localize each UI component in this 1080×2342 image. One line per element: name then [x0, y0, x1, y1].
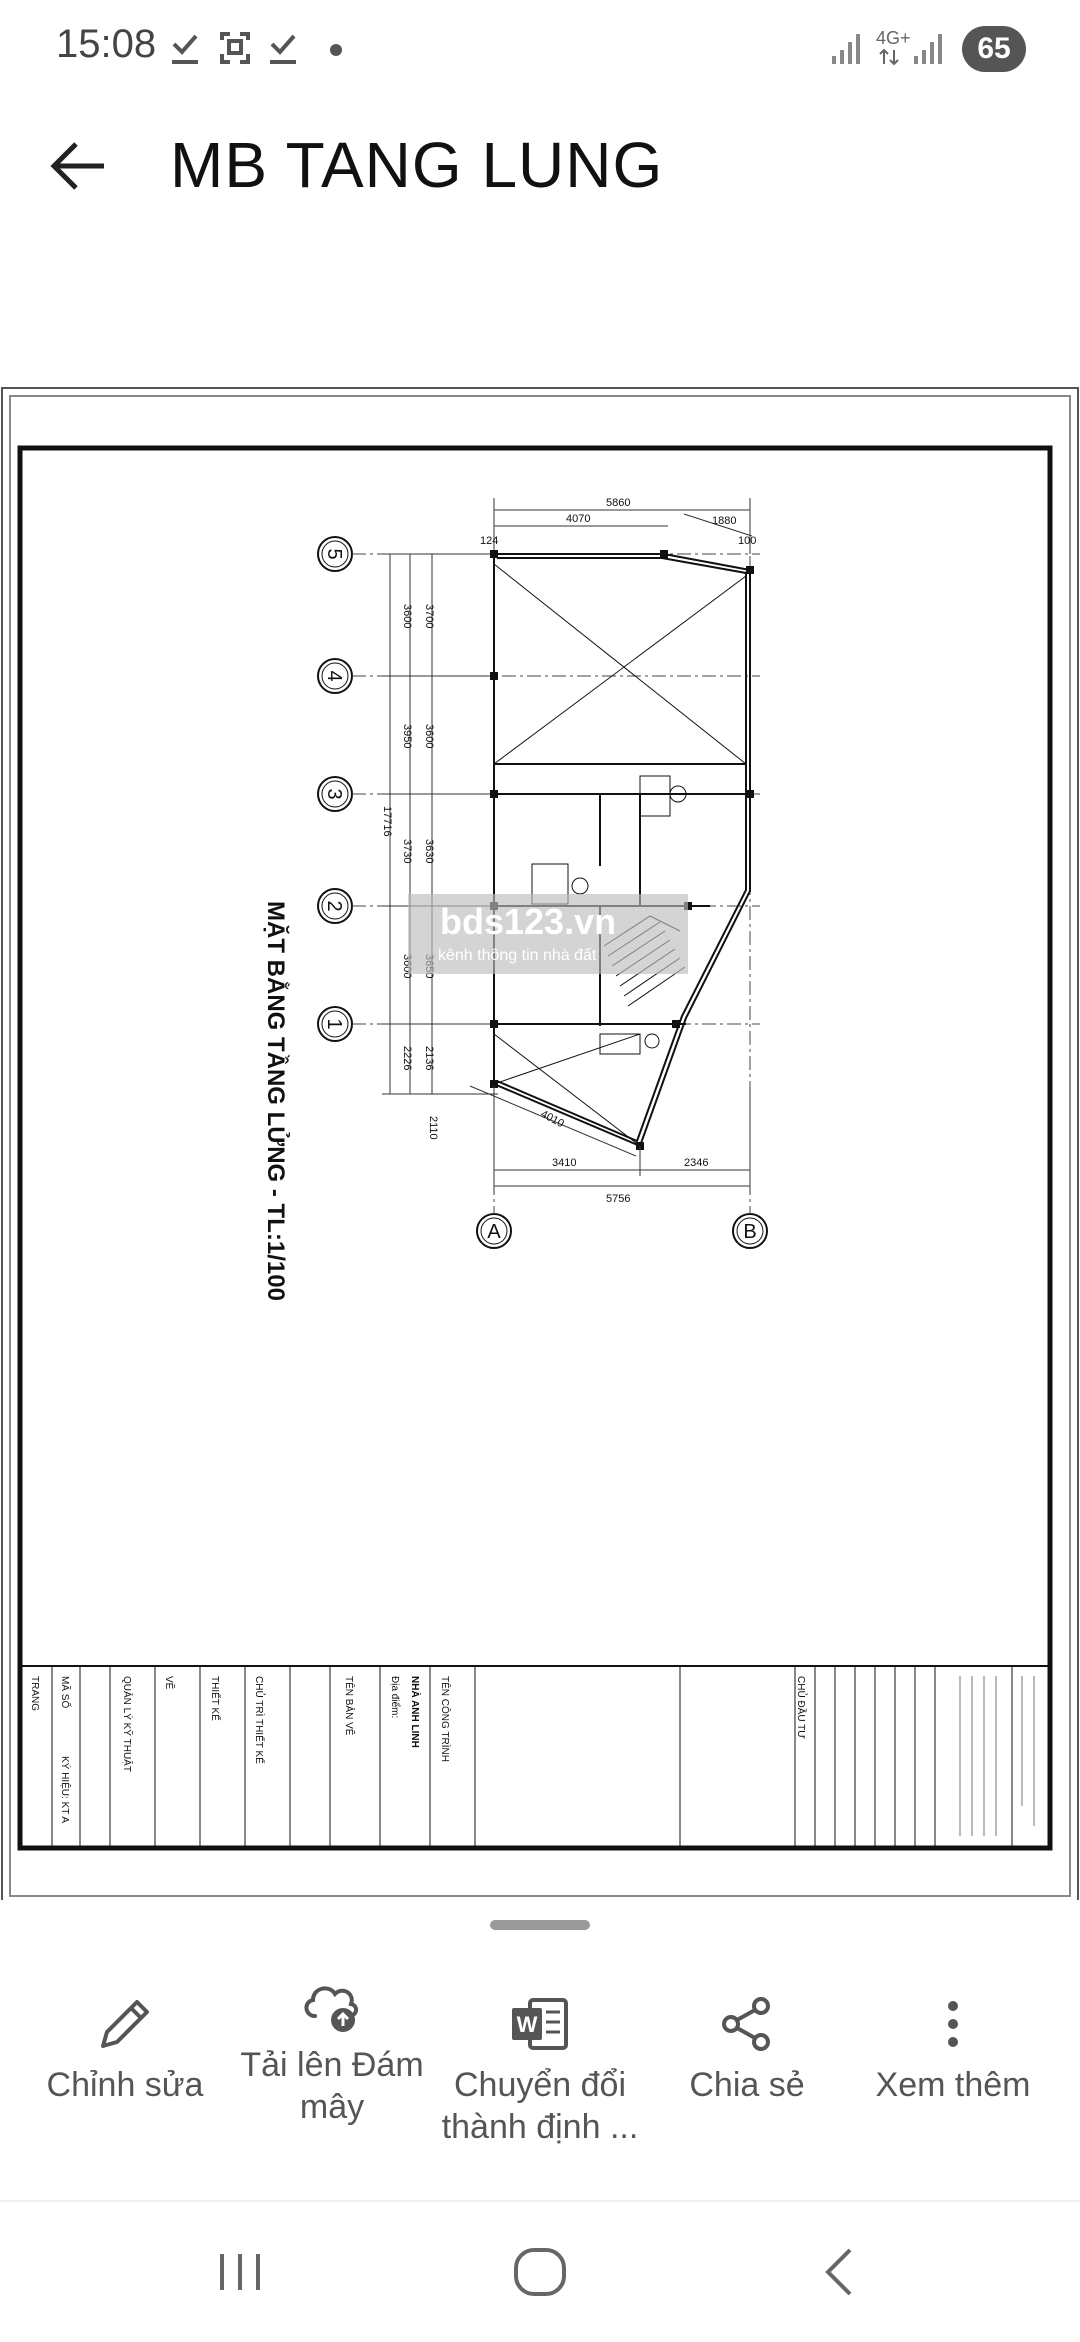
battery-indicator: 65 — [962, 26, 1026, 72]
tb-address-label: Địa điểm: — [389, 1676, 401, 1718]
grid-bubble-2: 2 — [317, 888, 353, 924]
data-arrows-icon — [879, 48, 899, 66]
tb-project-name: NHÀ ANH LINH — [409, 1676, 422, 1748]
dim-in-5: 2136 — [423, 1046, 435, 1070]
dim-top-total: 5860 — [606, 497, 630, 509]
share-label: Chia sẻ — [689, 2066, 805, 2104]
grid-bubble-5: 5 — [317, 536, 353, 572]
nav-back-icon[interactable] — [810, 2242, 870, 2302]
dot-icon — [330, 44, 342, 56]
screenshot-icon — [220, 32, 250, 64]
watermark-main: bds123.vn — [440, 901, 616, 942]
pencil-icon — [101, 2000, 149, 2048]
dim-left-2: 3950 — [401, 724, 413, 748]
share-icon — [722, 1997, 770, 2051]
app-bar: MB TANG LUNG — [0, 100, 1080, 244]
left-dimensions: 17716 3600 3950 3730 3600 2226 3700 3600… — [381, 553, 498, 1140]
dim-in-1: 3700 — [423, 604, 435, 628]
grid-label-4: 4 — [323, 670, 345, 681]
document-preview[interactable]: MẶT BẰNG TẦNG LỬNG - TL:1/100 5 4 3 2 1 … — [0, 242, 1080, 1912]
convert-format-label: Chuyển đổi thành định ... — [441, 2066, 639, 2146]
svg-text:W: W — [517, 2012, 538, 2037]
grid-bubble-1: 1 — [317, 1006, 353, 1042]
dim-left-5: 2226 — [401, 1046, 413, 1070]
status-bar: 15:08 4G+ 65 — [0, 0, 1080, 100]
status-time: 15:08 — [56, 22, 157, 66]
page-title: MB TANG LUNG — [170, 129, 664, 201]
bottom-dimensions: 3410 2346 5756 4010 — [469, 1085, 751, 1205]
dim-bottom-a: 3410 — [552, 1157, 576, 1169]
grid-bubble-b: B — [732, 1213, 768, 1249]
signal-icon — [914, 34, 942, 64]
dim-left-total: 17716 — [381, 806, 393, 837]
tb-designer-label: CHỦ TRÌ THIẾT KẾ — [253, 1676, 266, 1764]
grid-label-b: B — [743, 1221, 756, 1243]
dim-bottom-total: 5756 — [606, 1193, 630, 1205]
grid-label-2: 2 — [323, 900, 345, 911]
tb-code-label: MÃ SỐ — [59, 1676, 73, 1708]
tb-owner-label: CHỦ ĐẦU TƯ — [795, 1676, 808, 1739]
grid-bubbles: 5 4 3 2 1 A B — [317, 536, 768, 1249]
network-type: 4G+ — [876, 28, 911, 48]
grid-bubble-4: 4 — [317, 658, 353, 694]
building-outline — [493, 553, 751, 1148]
grid-label-1: 1 — [323, 1018, 345, 1029]
dim-top-a: 4070 — [566, 513, 590, 525]
share-button[interactable]: Chia sẻ — [642, 1980, 852, 2106]
dim-top-b: 1880 — [712, 515, 736, 527]
tb-page-label: TRANG — [29, 1676, 40, 1711]
wc-fixtures — [531, 775, 687, 1055]
grid-bubble-a: A — [476, 1213, 512, 1249]
action-sheet: Chỉnh sửa Tải lên Đám mây W Chuyển đổi t… — [0, 1900, 1080, 2190]
status-notification-icons — [172, 32, 342, 64]
drawing-title: MẶT BẰNG TẦNG LỬNG - TL:1/100 — [262, 901, 291, 1301]
upload-cloud-button[interactable]: Tải lên Đám mây — [227, 1960, 437, 2128]
download-done-icon — [172, 34, 198, 64]
grid-bubble-3: 3 — [317, 776, 353, 812]
dim-top-c: 124 — [480, 535, 498, 547]
signal-icon — [832, 34, 860, 64]
dim-in-3: 3630 — [423, 839, 435, 863]
tb-project-label: TÊN CÔNG TRÌNH — [439, 1676, 452, 1762]
title-block: TRANG MÃ SỐ KÝ HIỆU: KT A QUẢN LÝ KỸ THU… — [20, 1665, 1050, 1848]
dim-bottom-b: 2346 — [684, 1157, 708, 1169]
cloud-upload-icon — [304, 1986, 358, 2032]
tb-code-value: KÝ HIỆU: KT A — [59, 1756, 72, 1823]
tb-draw-label: VẼ — [163, 1676, 176, 1690]
dim-left-1: 3600 — [401, 604, 413, 628]
watermark-sub: kênh thông tin nhà đất — [438, 947, 597, 964]
tb-manager-label: QUẢN LÝ KỸ THUẬT — [121, 1676, 134, 1772]
signal-indicators: 4G+ — [832, 28, 942, 66]
floor-plan-drawing: MẶT BẰNG TẦNG LỬNG - TL:1/100 5 4 3 2 1 … — [1, 387, 1079, 1905]
dim-left-3: 3730 — [401, 839, 413, 863]
tb-drawing-label: TÊN BẢN VẼ — [343, 1676, 356, 1736]
dim-in-2: 3600 — [423, 724, 435, 748]
dim-top-d: 100 — [738, 535, 756, 547]
grid-label-a: A — [487, 1221, 501, 1243]
edit-label: Chỉnh sửa — [46, 2066, 204, 2104]
convert-format-button[interactable]: W Chuyển đổi thành định ... — [435, 1980, 645, 2148]
home-icon[interactable] — [508, 2242, 572, 2302]
more-button[interactable]: Xem thêm — [848, 1980, 1058, 2106]
dim-diag: 4010 — [539, 1108, 566, 1130]
upload-cloud-label: Tải lên Đám mây — [240, 2046, 424, 2126]
recent-apps-icon[interactable] — [210, 2242, 270, 2302]
columns — [490, 550, 754, 1150]
system-nav-bar — [0, 2200, 1080, 2342]
grid-label-5: 5 — [323, 548, 345, 559]
dim-bottom-left: 2110 — [427, 1116, 439, 1140]
grid-label-3: 3 — [323, 788, 345, 799]
edit-button[interactable]: Chỉnh sửa — [20, 1980, 230, 2106]
watermark: bds123.vn kênh thông tin nhà đất — [408, 894, 688, 974]
arrow-back-icon[interactable] — [44, 130, 116, 202]
more-label: Xem thêm — [875, 2066, 1031, 2104]
download-done-icon — [270, 34, 296, 64]
top-dimensions: 5860 4070 1880 124 100 — [480, 497, 756, 554]
more-vert-icon — [948, 2001, 958, 2047]
drag-handle[interactable] — [490, 1920, 590, 1930]
word-document-icon: W — [512, 1998, 568, 2050]
tb-design-label: THIẾT KẾ — [209, 1676, 222, 1721]
